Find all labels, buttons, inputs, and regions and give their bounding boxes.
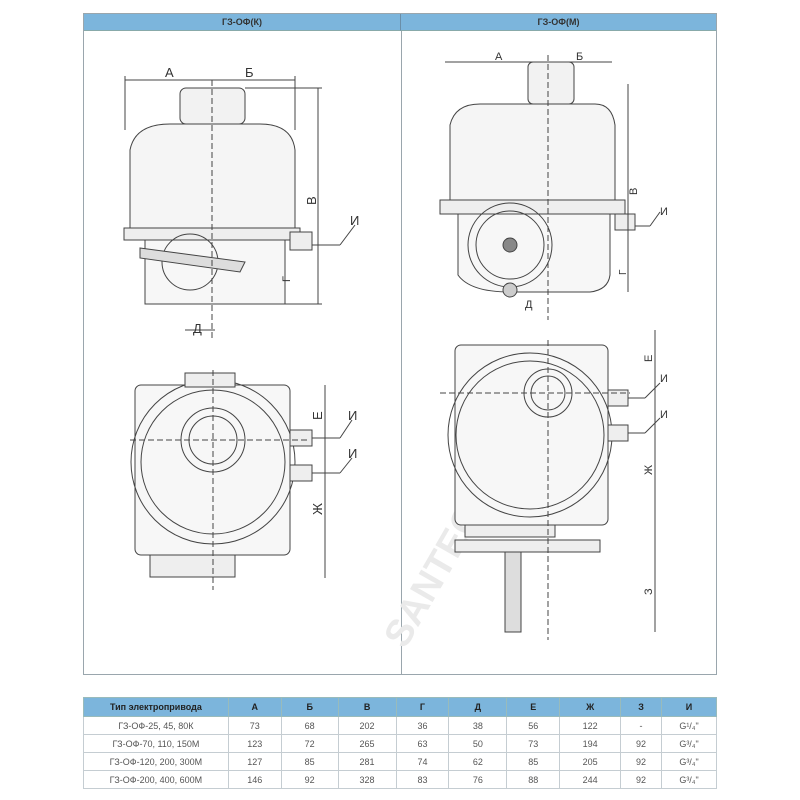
actuator-type-cell: ГЗ-ОФ-25, 45, 80К: [83, 716, 229, 735]
dimension-cell: 63: [395, 734, 450, 753]
dimension-cell: 202: [337, 716, 397, 735]
dimension-cell: 73: [506, 734, 561, 753]
dim-label-g: Г: [281, 276, 293, 282]
panel-divider: [401, 31, 402, 675]
dimension-cell: 72: [280, 734, 339, 753]
dim-label-b: Б: [245, 65, 254, 80]
actuator-type-cell: ГЗ-ОФ-120, 200, 300М: [83, 752, 229, 771]
dim-label-a: А: [165, 65, 174, 80]
dimension-cell: 281: [337, 752, 397, 771]
table-header-row: Тип электропривода А Б В Г Д Е Ж З И: [83, 697, 717, 717]
dim-label-i: И: [348, 446, 357, 461]
dimension-cell: 83: [395, 770, 450, 789]
dimension-cell: 92: [620, 734, 662, 753]
column-header: Д: [448, 697, 508, 717]
technical-drawings: SANTECH А Б В И Г Д Е Ж И И: [123, 51, 668, 655]
column-header: З: [620, 697, 662, 717]
dimension-cell: 85: [280, 752, 339, 771]
dimension-cell: -: [620, 716, 662, 735]
column-header: И: [661, 697, 717, 717]
dim-label-v: В: [628, 188, 640, 195]
dim-label-e: Е: [310, 411, 325, 420]
dim-label-a: А: [495, 51, 503, 63]
dimension-cell: 74: [395, 752, 450, 771]
dimension-cell: 265: [337, 734, 397, 753]
left-side-view: А Б В И Г Д: [123, 65, 359, 340]
dimension-cell: 88: [506, 770, 561, 789]
column-header: Б: [280, 697, 339, 717]
dimensions-table: Тип электропривода А Б В Г Д Е Ж З И ГЗ-…: [83, 697, 717, 789]
dimension-cell: 328: [337, 770, 397, 789]
dimension-cell: 62: [448, 752, 508, 771]
dimension-cell: 244: [559, 770, 622, 789]
dimension-cell: 38: [448, 716, 508, 735]
dimension-cell: G³/₄": [661, 734, 717, 753]
dim-label-d: Д: [193, 321, 202, 336]
header-right-model: ГЗ-ОФ(М): [401, 14, 716, 31]
dimension-cell: 36: [395, 716, 450, 735]
dim-label-i: И: [660, 206, 668, 218]
actuator-type-cell: ГЗ-ОФ-200, 400, 600М: [83, 770, 229, 789]
dimension-cell: 68: [280, 716, 339, 735]
dim-label-i: И: [660, 373, 668, 385]
dimension-cell: 92: [280, 770, 339, 789]
dimension-cell: 92: [620, 770, 662, 789]
left-top-view: Е Ж И И: [130, 370, 357, 590]
dim-label-i: И: [660, 409, 668, 421]
dim-label-e: Е: [643, 355, 655, 362]
dim-label-z: З: [643, 588, 655, 595]
dimension-cell: 85: [506, 752, 561, 771]
dim-label-b: Б: [576, 51, 583, 63]
dimension-cell: 76: [448, 770, 508, 789]
drawing-frame: ГЗ-ОФ(К) ГЗ-ОФ(М): [83, 13, 717, 675]
dimension-cell: 146: [227, 770, 282, 789]
dimension-cell: 127: [227, 752, 282, 771]
column-header: Ж: [559, 697, 622, 717]
dimension-cell: 122: [559, 716, 622, 735]
header-left-model: ГЗ-ОФ(К): [84, 14, 401, 31]
column-header: В: [337, 697, 397, 717]
dim-label-v: В: [304, 196, 319, 205]
dimension-cell: 205: [559, 752, 622, 771]
dim-label-g: Г: [618, 269, 629, 275]
dimension-cell: 92: [620, 752, 662, 771]
dim-label-i: И: [350, 213, 359, 228]
column-header: Г: [395, 697, 450, 717]
dim-label-d: Д: [525, 299, 533, 311]
right-top-view: Е Ж З И И: [440, 330, 668, 640]
dim-label-zh: Ж: [310, 503, 325, 515]
dim-label-zh: Ж: [643, 465, 655, 475]
dimension-cell: 50: [448, 734, 508, 753]
column-header: Тип электропривода: [83, 697, 229, 717]
column-header: А: [227, 697, 282, 717]
dim-label-i: И: [348, 408, 357, 423]
dimension-cell: 56: [506, 716, 561, 735]
dimension-cell: G³/₄": [661, 752, 717, 771]
dimension-cell: 73: [227, 716, 282, 735]
column-header: Е: [506, 697, 561, 717]
dimension-cell: G³/₄": [661, 770, 717, 789]
actuator-type-cell: ГЗ-ОФ-70, 110, 150М: [83, 734, 229, 753]
dimension-cell: 194: [559, 734, 622, 753]
right-side-view: А Б В И Г Д: [439, 51, 668, 320]
dimension-cell: G¹/₄": [661, 716, 717, 735]
dimension-cell: 123: [227, 734, 282, 753]
